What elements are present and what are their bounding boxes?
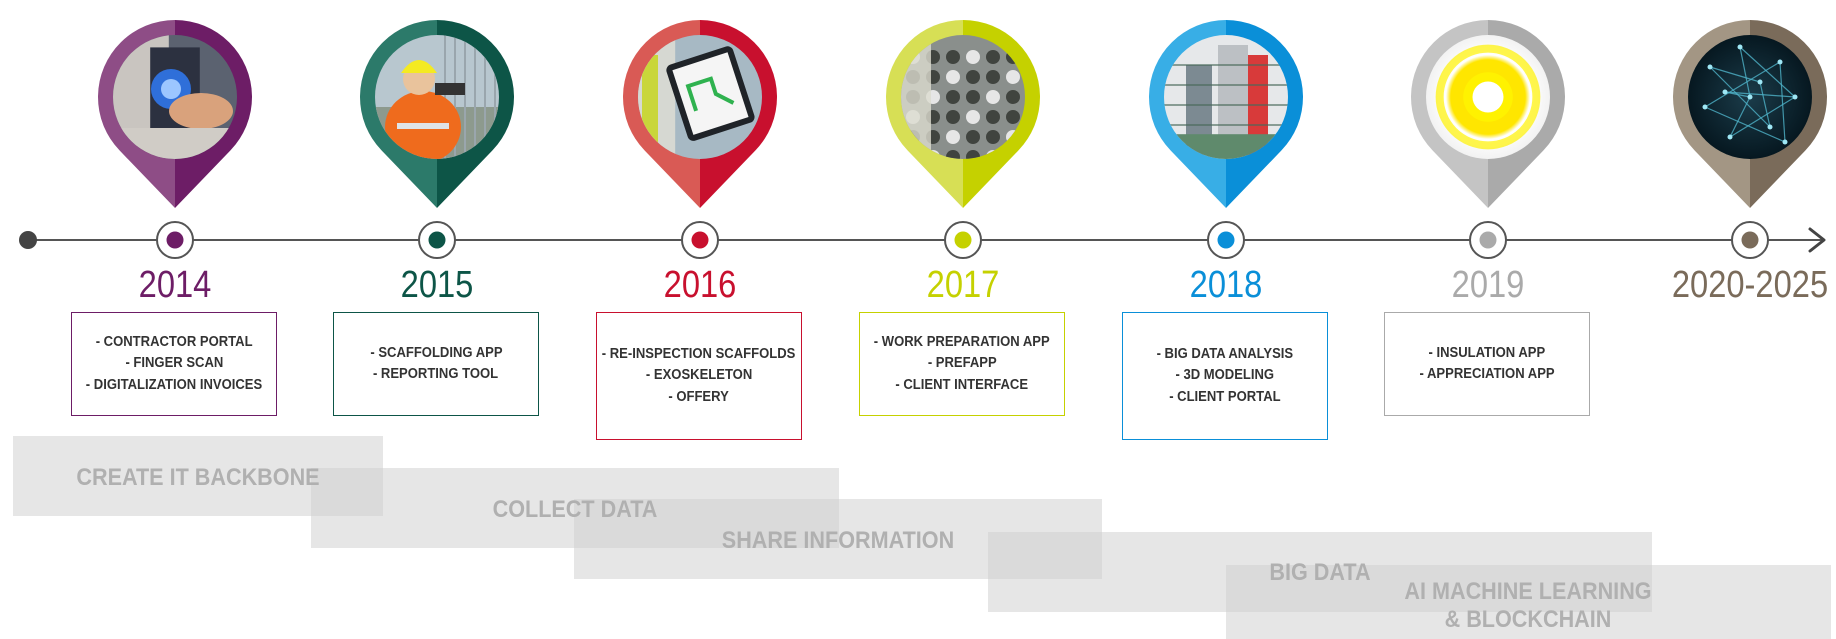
milestone-items-box: - WORK PREPARATION APP - PREFAPP - CLIENT … (859, 312, 1065, 416)
milestone-item: - APPRECIATION APP (1419, 366, 1555, 382)
milestone-item: - CLIENT PORTAL (1169, 388, 1281, 405)
milestone-items-box: - INSULATION APP - APPRECIATION APP (1384, 312, 1590, 416)
milestone-2019: 2019 - INSULATION APP - APPRECIATION APP (1356, 0, 1620, 460)
milestone-pin-2014 (97, 20, 252, 209)
network-photo (1688, 35, 1812, 159)
milestone-item: - CLIENT INTERFACE (895, 376, 1029, 393)
milestone-2016: 2016 - RE-INSPECTION SCAFFOLDS - EXOSKELET… (568, 0, 832, 460)
milestone-item: - DIGITALIZATION INVOICES (85, 376, 263, 393)
appreciation-icon-photo (1426, 35, 1550, 159)
milestone-item: - OFFERY (668, 388, 730, 405)
phase-label: BIG DATA (1269, 559, 1371, 586)
milestone-item: - RE-INSPECTION SCAFFOLDS (602, 345, 796, 362)
year-label: 2014 (138, 264, 212, 306)
milestone-item: - BIG DATA ANALYSIS (1156, 345, 1294, 362)
milestone-items-box: - RE-INSPECTION SCAFFOLDS - EXOSKELETON - … (596, 312, 802, 440)
milestone-items-box: - SCAFFOLDING APP - REPORTING TOOL (333, 312, 539, 416)
milestone-item: - EXOSKELETON (645, 367, 753, 384)
year-label: 2017 (926, 264, 1000, 306)
phase-label: SHARE INFORMATION (721, 527, 955, 554)
timeline-start-dot (19, 231, 37, 249)
milestone-2020-2025: 2020-2025 (1618, 0, 1836, 460)
milestone-2017: 2017 - WORK PREPARATION APP - PREFAPP - CLI… (831, 0, 1095, 460)
milestone-item: - SCAFFOLDING APP (369, 344, 503, 361)
year-label: 2016 (663, 264, 737, 306)
year-label: 2019 (1451, 264, 1525, 306)
year-label: 2020-2025 (1671, 264, 1829, 306)
milestone-item: - REPORTING TOOL (373, 366, 499, 382)
milestone-item: - INSULATION APP (1428, 344, 1546, 361)
phase-label: AI MACHINE LEARNING & BLOCKCHAIN (1404, 578, 1652, 633)
phase-label: CREATE IT BACKBONE (76, 464, 320, 491)
year-label: 2015 (400, 264, 474, 306)
milestone-item: - WORK PREPARATION APP (874, 333, 1050, 350)
milestone-2018: 2018 - BIG DATA ANALYSIS - 3D MODELING - CL… (1094, 0, 1358, 460)
milestone-item: - FINGER SCAN (125, 355, 223, 372)
milestone-item: - CONTRACTOR PORTAL (95, 333, 253, 350)
year-label: 2018 (1189, 264, 1263, 306)
milestone-items-box: - CONTRACTOR PORTAL - FINGER SCAN - DIGITA… (71, 312, 277, 416)
milestone-item: - PREFAPP (927, 355, 997, 372)
milestone-item: - 3D MODELING (1175, 367, 1275, 384)
phase-band (1226, 565, 1831, 639)
timeline-arrow-icon (1808, 227, 1826, 253)
milestone-2015: 2015 - SCAFFOLDING APP - REPORTING TOOL (305, 0, 569, 460)
milestone-items-box: - BIG DATA ANALYSIS - 3D MODELING - CLIENT… (1122, 312, 1328, 440)
phase-label: COLLECT DATA (492, 496, 658, 523)
milestone-2014: 2014 - CONTRACTOR PORTAL - FINGER SCAN - DI… (43, 0, 307, 460)
